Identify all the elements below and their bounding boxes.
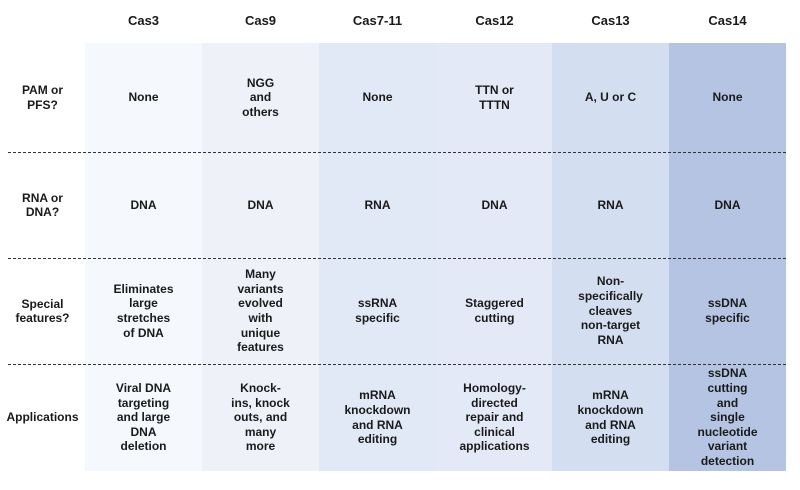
column-background: [436, 43, 553, 471]
table-cell: Viral DNA targeting and large DNA deleti…: [115, 380, 172, 454]
row-label: RNA or DNA?: [22, 190, 63, 219]
table-cell: mRNA knockdown and RNA editing: [577, 388, 644, 447]
column-header: Cas9: [244, 13, 277, 28]
table-cell: ssDNA specific: [705, 296, 750, 325]
table-cell: None: [362, 90, 393, 105]
table-cell: Homology- directed repair and clinical a…: [459, 380, 530, 454]
table-cell: DNA: [714, 197, 741, 212]
column-header: Cas7-11: [352, 13, 403, 28]
table-cell: ssRNA specific: [355, 296, 400, 325]
table-cell: RNA: [364, 197, 391, 212]
column-header: Cas12: [475, 13, 514, 28]
row-divider: [8, 258, 786, 259]
table-cell: Staggered cutting: [465, 296, 524, 325]
row-label: PAM or PFS?: [21, 83, 64, 112]
column-header: Cas14: [708, 13, 747, 28]
row-label: Applications: [6, 410, 79, 425]
table-cell: RNA: [597, 197, 624, 212]
table-cell: Knock- ins, knock outs, and many more: [231, 380, 290, 454]
table-cell: None: [128, 90, 159, 105]
column-header: Cas13: [591, 13, 630, 28]
column-background: [202, 43, 319, 471]
row-label: Special features?: [15, 296, 70, 325]
table-cell: DNA: [130, 197, 157, 212]
table-cell: mRNA knockdown and RNA editing: [344, 388, 411, 447]
table-cell: DNA: [481, 197, 508, 212]
row-divider: [8, 364, 786, 365]
table-cell: DNA: [247, 197, 274, 212]
table-cell: None: [712, 90, 743, 105]
row-divider: [8, 152, 786, 153]
column-background: [319, 43, 436, 471]
table-cell: A, U or C: [584, 90, 637, 105]
column-background: [552, 43, 669, 471]
table-cell: Eliminates large stretches of DNA: [113, 281, 174, 340]
table-cell: NGG and others: [242, 75, 279, 119]
table-cell: Non- specifically cleaves non-target RNA: [578, 274, 643, 347]
table-cell: TTN or TTTN: [475, 82, 514, 112]
table-cell: ssDNA cutting and single nucleotide vari…: [697, 366, 758, 469]
table-cell: Many variants evolved with unique featur…: [237, 267, 284, 355]
column-background: [85, 43, 202, 471]
column-background: [669, 43, 786, 471]
column-header: Cas3: [127, 13, 160, 28]
